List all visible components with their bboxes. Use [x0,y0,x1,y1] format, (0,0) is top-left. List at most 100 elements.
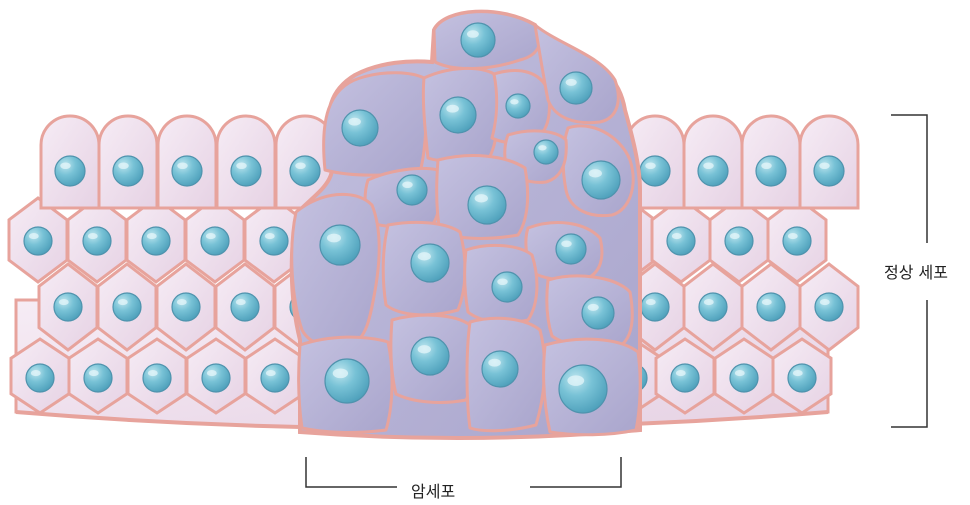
nucleus-highlight [788,233,798,239]
nucleus-icon [534,140,558,164]
nucleus-icon [55,156,85,186]
nucleus-icon [290,156,320,186]
nucleus-icon [440,97,476,133]
nucleus-highlight [820,299,830,305]
nucleus-highlight [475,194,488,202]
nucleus-highlight [730,233,740,239]
nucleus-highlight [561,240,572,247]
nucleus-icon [560,72,592,104]
nucleus-icon [756,156,786,186]
nucleus-highlight [672,233,682,239]
nucleus-highlight [793,370,803,376]
nucleus-highlight [467,30,479,37]
nucleus-icon [582,297,614,329]
nucleus-icon [671,364,699,392]
nucleus-highlight [295,162,306,169]
cancer-cells [292,12,640,438]
nucleus-icon [582,161,620,199]
nucleus-highlight [645,162,656,169]
nucleus-icon [468,186,506,224]
nucleus-highlight [207,370,217,376]
nucleus-icon [172,293,200,321]
nucleus-highlight [588,304,599,311]
nucleus-icon [698,156,728,186]
nucleus-icon [725,227,753,255]
normal-cell-label: 정상 세포 [884,259,948,283]
cancer-bracket-right [530,457,621,487]
nucleus-highlight [538,145,546,150]
nucleus-icon [640,156,670,186]
nucleus-icon [814,156,844,186]
cancer-cell [299,337,392,432]
nucleus-highlight [735,370,745,376]
nucleus-highlight [589,169,602,177]
nucleus-icon [231,293,259,321]
tumor-cluster [292,12,640,438]
nucleus-highlight [31,370,41,376]
nucleus-highlight [567,375,584,386]
nucleus-highlight [59,299,69,305]
nucleus-highlight [118,299,128,305]
nucleus-icon [84,364,112,392]
nucleus-highlight [88,233,98,239]
nucleus-icon [461,23,495,57]
normal-cell [41,116,99,208]
cancer-cell-label: 암세포 [411,478,455,502]
cancer-cell [544,339,641,435]
nucleus-icon [320,225,360,265]
nucleus-highlight [177,162,188,169]
nucleus-highlight [510,99,518,104]
nucleus-highlight [148,370,158,376]
nucleus-icon [172,156,202,186]
normal-cell [217,116,275,208]
nucleus-icon [411,337,449,375]
nucleus-icon [783,227,811,255]
normal-bracket-top [891,115,927,243]
normal-bracket-bottom [891,300,927,427]
cancer-bracket-left [306,457,397,487]
nucleus-icon [83,227,111,255]
nucleus-icon [641,293,669,321]
nucleus-highlight [497,278,508,285]
cancer-cell [423,68,498,161]
nucleus-highlight [236,299,246,305]
nucleus-highlight [704,299,714,305]
nucleus-highlight [819,162,830,169]
nucleus-icon [556,234,586,264]
nucleus-highlight [266,370,276,376]
nucleus-icon [24,227,52,255]
nucleus-icon [492,272,522,302]
nucleus-highlight [236,162,247,169]
nucleus-icon [559,365,607,413]
nucleus-icon [26,364,54,392]
nucleus-icon [482,351,518,387]
normal-cell [684,116,742,208]
nucleus-icon [506,94,530,118]
nucleus-icon [202,364,230,392]
nucleus-highlight [566,79,577,86]
nucleus-icon [815,293,843,321]
normal-cell [9,198,67,282]
nucleus-highlight [327,234,341,243]
normal-cell [742,116,800,208]
nucleus-icon [54,293,82,321]
nucleus-highlight [418,252,431,260]
nucleus-icon [730,364,758,392]
nucleus-icon [113,156,143,186]
nucleus-highlight [89,370,99,376]
nucleus-highlight [418,345,431,353]
nucleus-icon [143,364,171,392]
nucleus-icon [231,156,261,186]
cancer-cell [467,318,545,430]
normal-cell [99,116,157,208]
nucleus-icon [201,227,229,255]
nucleus-icon [113,293,141,321]
nucleus-highlight [348,118,361,126]
nucleus-highlight [402,181,413,188]
nucleus-highlight [265,233,275,239]
cancer-cell [292,194,380,347]
nucleus-icon [325,359,369,403]
nucleus-highlight [206,233,216,239]
